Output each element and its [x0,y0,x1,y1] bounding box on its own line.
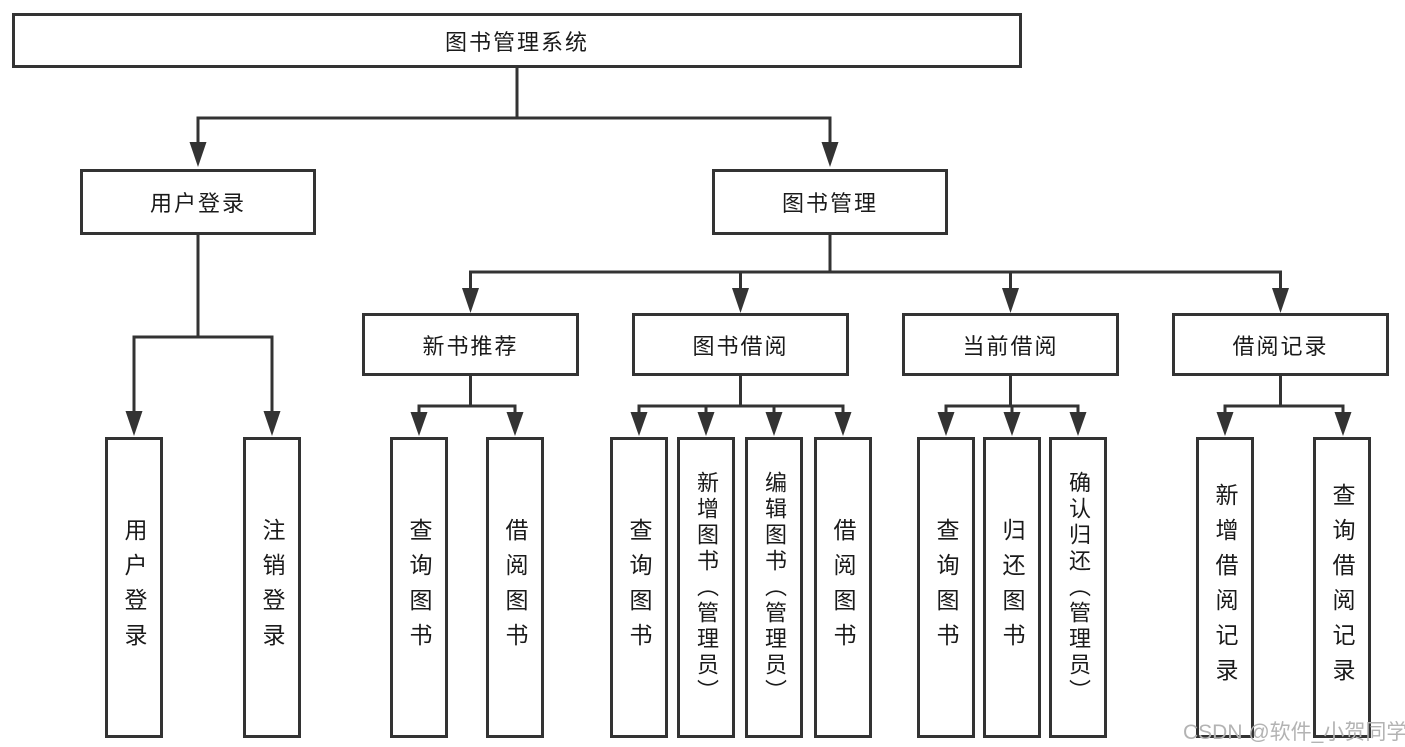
node-current-borrow: 当前借阅 [902,313,1119,376]
leaf-confirm-return-admin-label: 确认归还（管理员） [1066,470,1091,705]
leaf-add-book-admin-label: 新增图书（管理员） [694,470,719,705]
leaf-query-books-2: 查询图书 [610,437,668,738]
leaf-query-books-3: 查询图书 [917,437,975,738]
node-borrow-records: 借阅记录 [1172,313,1389,376]
leaf-query-books-3-label: 查询图书 [933,517,959,658]
leaf-query-books-1-label: 查询图书 [406,517,432,658]
leaf-logout-label: 注销登录 [259,517,285,658]
node-root-label: 图书管理系统 [444,29,589,55]
leaf-query-books-1: 查询图书 [390,437,448,738]
node-book-management: 图书管理 [712,169,948,235]
node-root-system: 图书管理系统 [12,13,1022,68]
leaf-borrow-books-2: 借阅图书 [814,437,872,738]
node-user-login: 用户登录 [80,169,316,235]
leaf-query-books-2-label: 查询图书 [626,517,652,658]
leaf-borrow-books-1-label: 借阅图书 [502,517,528,658]
leaf-return-book-label: 归还图书 [999,517,1025,658]
node-borrow-records-label: 借阅记录 [1232,333,1329,359]
node-user-login-label: 用户登录 [149,191,246,216]
node-new-book-recommend: 新书推荐 [362,313,579,376]
leaf-confirm-return-admin: 确认归还（管理员） [1049,437,1107,738]
leaf-add-borrow-record-label: 新增借阅记录 [1212,482,1238,693]
leaf-query-borrow-record: 查询借阅记录 [1313,437,1371,738]
node-new-book-recommend-label: 新书推荐 [422,333,519,359]
leaf-add-borrow-record: 新增借阅记录 [1196,437,1254,738]
node-book-borrow: 图书借阅 [632,313,849,376]
leaf-edit-book-admin: 编辑图书（管理员） [745,437,803,738]
node-book-management-label: 图书管理 [781,191,878,216]
leaf-user-login-label: 用户登录 [121,517,147,658]
leaf-query-borrow-record-label: 查询借阅记录 [1329,482,1355,693]
leaf-user-login: 用户登录 [105,437,163,738]
leaf-borrow-books-2-label: 借阅图书 [830,517,856,658]
node-current-borrow-label: 当前借阅 [962,333,1059,359]
node-book-borrow-label: 图书借阅 [692,333,789,359]
leaf-logout: 注销登录 [243,437,301,738]
csdn-watermark: CSDN @软件_小贺同学 [1183,721,1405,744]
leaf-borrow-books-1: 借阅图书 [486,437,544,738]
leaf-return-book: 归还图书 [983,437,1041,738]
leaf-add-book-admin: 新增图书（管理员） [677,437,735,738]
leaf-edit-book-admin-label: 编辑图书（管理员） [762,470,787,705]
